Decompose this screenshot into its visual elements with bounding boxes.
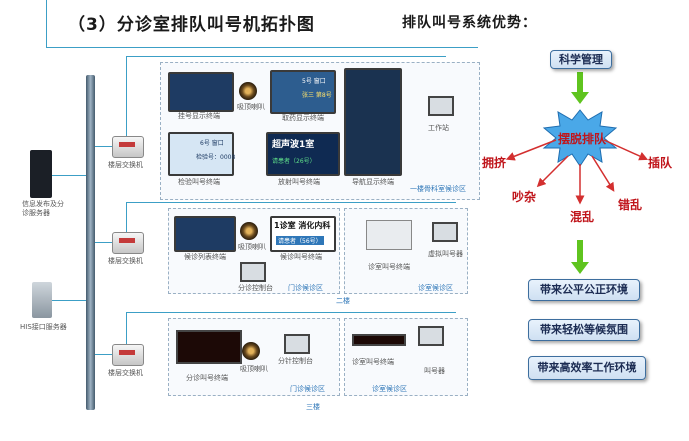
floor3-switch-icon [112,344,144,366]
wait-list-screen [174,216,236,252]
floor2-speaker-icon [240,222,258,240]
floor3-switch-label: 楼层交换机 [108,369,143,377]
floor3-zone-right-label: 诊室候诊区 [372,385,407,393]
benefit-relaxed-box: 带来轻松等候氛围 [528,319,640,341]
nav-tower-label: 导航显示终端 [352,178,394,186]
floor2-floor-label: 二楼 [336,297,350,305]
problem-cut-line: 插队 [648,156,673,170]
red-arrow-noise [536,155,569,188]
workstation-icon [428,96,454,116]
page-title: （3）分诊室排队叫号机拓扑图 [68,15,315,35]
floor1-switch-icon [112,136,144,158]
problem-disorder: 错乱 [618,198,643,212]
header-underline [46,47,478,48]
xray-screen [266,132,340,176]
check-call-label: 检验叫号终端 [178,178,220,186]
ticket-machine-icon [418,326,444,346]
floor3-zone-left-label: 门诊候诊区 [290,385,325,393]
green-arrow-bottom-head [571,262,589,274]
floor2-call-screen [270,216,336,252]
his-server-label: HIS接口服务器 [20,323,67,331]
virtual-caller-label: 虚拟叫号器 [428,250,463,258]
floor3-control-icon [284,334,310,354]
check-screen-text: 6号 窗口 [200,140,224,147]
green-arrow-top-head [571,92,589,104]
his-cable [52,300,86,301]
green-arrow-bottom-shaft [577,240,583,262]
floor1-speaker-icon [239,82,257,100]
info-server-label: 信息发布及分诊服务器 [22,200,64,217]
floor3-control-label: 分针控制台 [278,357,313,365]
his-server-icon [32,282,52,318]
advantages-title: 排队叫号系统优势： [402,15,537,31]
pickup-screen [270,70,336,114]
floor2-cable-b [126,202,127,232]
floor2-call-label: 候诊叫号终端 [280,253,322,261]
floor1-switch-label: 楼层交换机 [108,161,143,169]
benefit-fair-box: 带来公平公正环境 [528,279,640,301]
wait-list-label: 候诊列表终端 [184,253,226,261]
floor2-switch-icon [112,232,144,254]
server-cable [52,175,86,176]
science-management-box: 科学管理 [550,50,612,69]
floor3-speaker-label: 吸顶喇叭 [240,365,268,373]
floor2-speaker-label: 吸顶喇叭 [238,243,266,251]
room-term-icon [366,220,412,250]
floor2-room-term-label: 诊室叫号终端 [368,263,410,271]
floor3-call-label: 分诊叫号终端 [186,374,228,382]
reg-display-label: 挂号显示终端 [178,112,220,120]
floor1-cable-b [126,56,127,136]
xray-queue-text: 请患者（26号） [272,158,316,165]
workstation-label: 工作站 [428,124,449,132]
floor3-zone-right [344,318,468,396]
red-arrow-cut [603,139,649,161]
check-call-screen [168,132,234,176]
floor2-room-sub: 请患者（56号） [276,236,324,245]
floor2-room-text: 1诊室 消化内科 [274,221,331,230]
xray-room-text: 超声波1室 [272,140,315,150]
ticket-machine-label: 叫号器 [424,367,445,375]
floor3-room-term-icon [352,334,406,346]
virtual-caller-icon [432,222,458,242]
floor2-control-icon [240,262,266,282]
check-screen-sub: 检验号：0008 [196,154,236,161]
floor3-room-term-label: 诊室叫号终端 [352,358,394,366]
center-node-label: 摆脱排队 [558,132,607,146]
green-arrow-top-shaft [577,72,583,92]
floor1-cable-c [126,56,446,57]
problem-noise: 吵杂 [512,190,537,204]
floor3-cable-a [95,354,112,355]
floor3-floor-label: 三楼 [306,403,320,411]
pickup-screen-line1: 5号 窗口 [302,78,326,85]
floor2-switch-label: 楼层交换机 [108,257,143,265]
floor2-control-label: 分诊控制台 [238,284,273,292]
floor1-speaker-label: 吸顶喇叭 [237,103,265,111]
advantages-arrows [505,72,649,274]
floor2-cable-a [95,242,112,243]
problem-crowd: 拥挤 [482,156,507,170]
benefit-efficient-box: 带来高效率工作环境 [528,356,646,380]
floor3-cable-b [126,312,127,344]
floor3-call-screen [176,330,242,364]
info-server-icon [30,150,52,198]
floor1-cable-a [95,146,112,147]
header-accent-line [46,0,47,48]
xray-label: 放射叫号终端 [278,178,320,186]
floor3-cable-c [126,312,456,313]
reg-display-screen [168,72,234,112]
floor2-zone-right-label: 诊室候诊区 [418,284,453,292]
network-bus [86,75,95,410]
pickup-screen-line2: 张三 第8号 [302,92,332,99]
floor2-zone-left-label: 门诊候诊区 [288,284,323,292]
floor3-speaker-icon [242,342,260,360]
red-arrow-crowd [505,139,557,161]
problem-chaos: 混乱 [570,210,595,224]
pickup-label: 取药显示终端 [282,114,324,122]
floor1-zone-label: 一楼骨科室候诊区 [410,185,466,193]
nav-tower-screen [344,68,402,176]
floor2-cable-c [126,202,456,203]
red-arrow-disorder [591,155,615,192]
